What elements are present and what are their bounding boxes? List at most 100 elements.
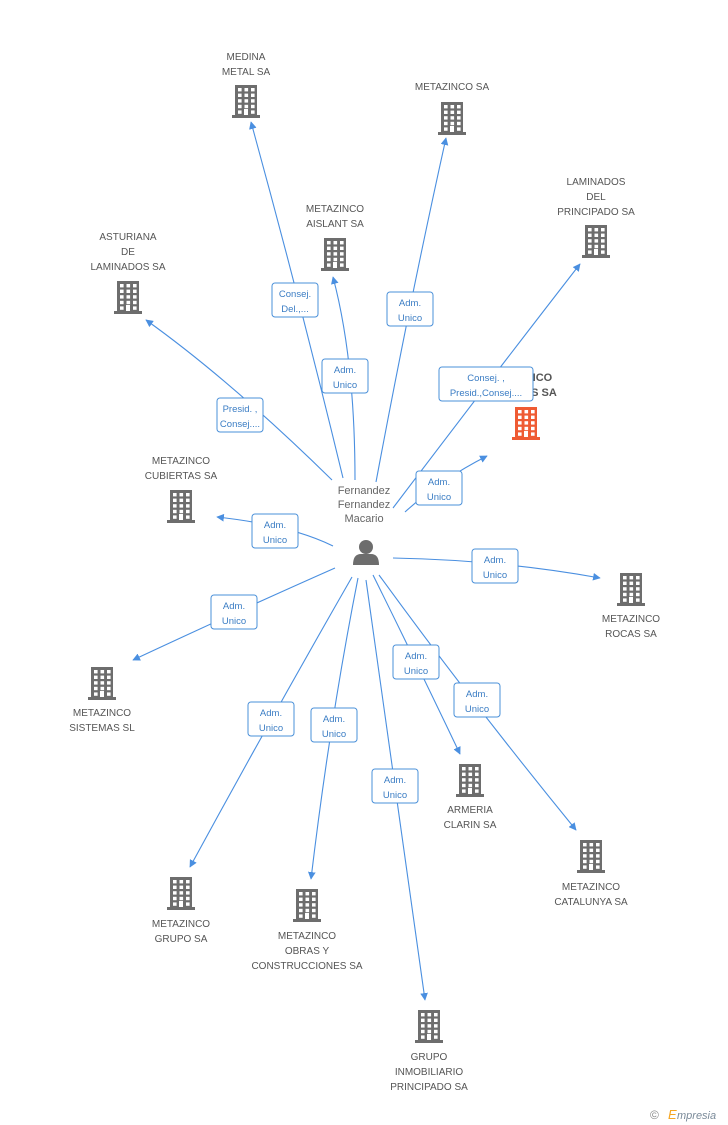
- company-label-line: SISTEMAS SL: [69, 723, 135, 734]
- relation-label-box: [438, 366, 534, 402]
- relation-label-text: Adm. Unico: [222, 601, 246, 627]
- relation-label-asturiana[interactable]: Presid. ,Consej....: [216, 397, 264, 433]
- company-label-line: GRUPO SA: [155, 934, 208, 945]
- relation-label-text-line: Adm.: [223, 601, 245, 612]
- building-icon[interactable]: [114, 281, 142, 314]
- relation-label-medina[interactable]: Consej. Del.,...: [271, 282, 319, 318]
- relation-label-box: [415, 470, 463, 506]
- company-label-line: MEDINA: [227, 52, 266, 63]
- relation-label-grupo[interactable]: Adm.Unico: [247, 701, 295, 737]
- edge-labels-layer: Consej. Del.,... Adm. Unico Consej. , Presid.…: [210, 282, 534, 804]
- relation-label-obras[interactable]: Adm. Unico: [310, 707, 358, 743]
- relation-label-text: Adm.Unico: [427, 477, 451, 503]
- relation-label-text-line: Presid.,Consej....: [450, 388, 522, 399]
- relation-label-box: [216, 397, 264, 433]
- person-icon[interactable]: [353, 540, 379, 565]
- relation-label-text-line: Unico: [322, 729, 346, 740]
- company-node-sistemas[interactable]: METAZINCO SISTEMAS SL: [69, 667, 135, 734]
- company-label-line: METAL SA: [222, 67, 271, 78]
- building-icon[interactable]: [582, 225, 610, 258]
- relation-label-text-line: Consej. ,: [467, 373, 505, 384]
- building-icon[interactable]: [438, 102, 466, 135]
- relation-label-sistemas[interactable]: Adm. Unico: [210, 594, 258, 630]
- relation-label-text: Adm.Unico: [259, 708, 283, 734]
- building-icon[interactable]: [321, 238, 349, 271]
- relation-label-text-line: Adm.: [428, 477, 450, 488]
- relation-label-catalunya[interactable]: Adm.Unico: [453, 682, 501, 718]
- company-label-line: CATALUNYA SA: [554, 897, 628, 908]
- relation-label-aislant[interactable]: Adm.Unico: [321, 358, 369, 394]
- relation-label-cubiertas[interactable]: Adm. Unico: [251, 513, 299, 549]
- relation-label-highlight[interactable]: Adm.Unico: [415, 470, 463, 506]
- relation-label-laminados-principado[interactable]: Consej. , Presid.,Consej....: [438, 366, 534, 402]
- building-icon[interactable]: [512, 407, 540, 440]
- relation-label-metazinco[interactable]: Adm.Unico: [386, 291, 434, 327]
- relation-label-text: Adm.Unico: [333, 365, 357, 391]
- building-icon[interactable]: [88, 667, 116, 700]
- relation-label-rocas[interactable]: Adm.Unico: [471, 548, 519, 584]
- company-label-line: PRINCIPADO SA: [557, 207, 635, 218]
- relation-label-text-line: Consej....: [220, 419, 260, 430]
- brand-name: mpresia: [677, 1110, 716, 1122]
- relation-label-box: [453, 682, 501, 718]
- company-label-line: METAZINCO: [278, 931, 336, 942]
- company-node-medina[interactable]: MEDINA METAL SA: [222, 52, 271, 118]
- building-icon[interactable]: [167, 490, 195, 523]
- relation-label-armeria[interactable]: Adm.Unico: [392, 644, 440, 680]
- company-label-line: DE: [121, 247, 135, 258]
- company-label: METAZINCO SA: [415, 82, 490, 93]
- relation-label-text-line: Adm.: [260, 708, 282, 719]
- building-icon[interactable]: [577, 840, 605, 873]
- relation-label-text: Presid. ,Consej....: [220, 404, 260, 430]
- company-label-line: CUBIERTAS SA: [145, 471, 218, 482]
- company-label-line: ARMERIA: [447, 805, 493, 816]
- relation-label-box: [310, 707, 358, 743]
- relation-label-text: Adm. Unico: [322, 714, 346, 740]
- person-name-line: Fernandez: [338, 485, 391, 497]
- building-icon[interactable]: [456, 764, 484, 797]
- relation-label-text-line: Unico: [383, 790, 407, 801]
- relation-label-text-line: Consej.: [279, 289, 311, 300]
- building-icon[interactable]: [617, 573, 645, 606]
- company-node-metazinco[interactable]: METAZINCO SA: [415, 82, 490, 135]
- relation-label-text-line: Unico: [263, 535, 287, 546]
- building-icon[interactable]: [232, 85, 260, 118]
- company-label: MEDINA METAL SA: [222, 52, 271, 78]
- building-icon[interactable]: [293, 889, 321, 922]
- relation-label-text-line: Adm.: [484, 555, 506, 566]
- relation-label-text: Adm.Unico: [398, 298, 422, 324]
- relation-label-text-line: Unico: [333, 380, 357, 391]
- relation-label-text-line: Unico: [222, 616, 246, 627]
- company-label-line: METAZINCO: [73, 708, 131, 719]
- relation-label-text: Adm.Unico: [404, 651, 428, 677]
- building-icon[interactable]: [167, 877, 195, 910]
- relation-label-text: Adm.Unico: [465, 689, 489, 715]
- relation-label-text-line: Adm.: [323, 714, 345, 725]
- building-icon[interactable]: [415, 1010, 443, 1043]
- relation-label-text-line: Adm.: [264, 520, 286, 531]
- relation-label-box: [271, 282, 319, 318]
- relation-label-inmobiliario[interactable]: Adm.Unico: [371, 768, 419, 804]
- company-label-line: LAMINADOS SA: [90, 262, 165, 273]
- relation-label-box: [386, 291, 434, 327]
- relation-label-text-line: Del.,...: [281, 304, 308, 315]
